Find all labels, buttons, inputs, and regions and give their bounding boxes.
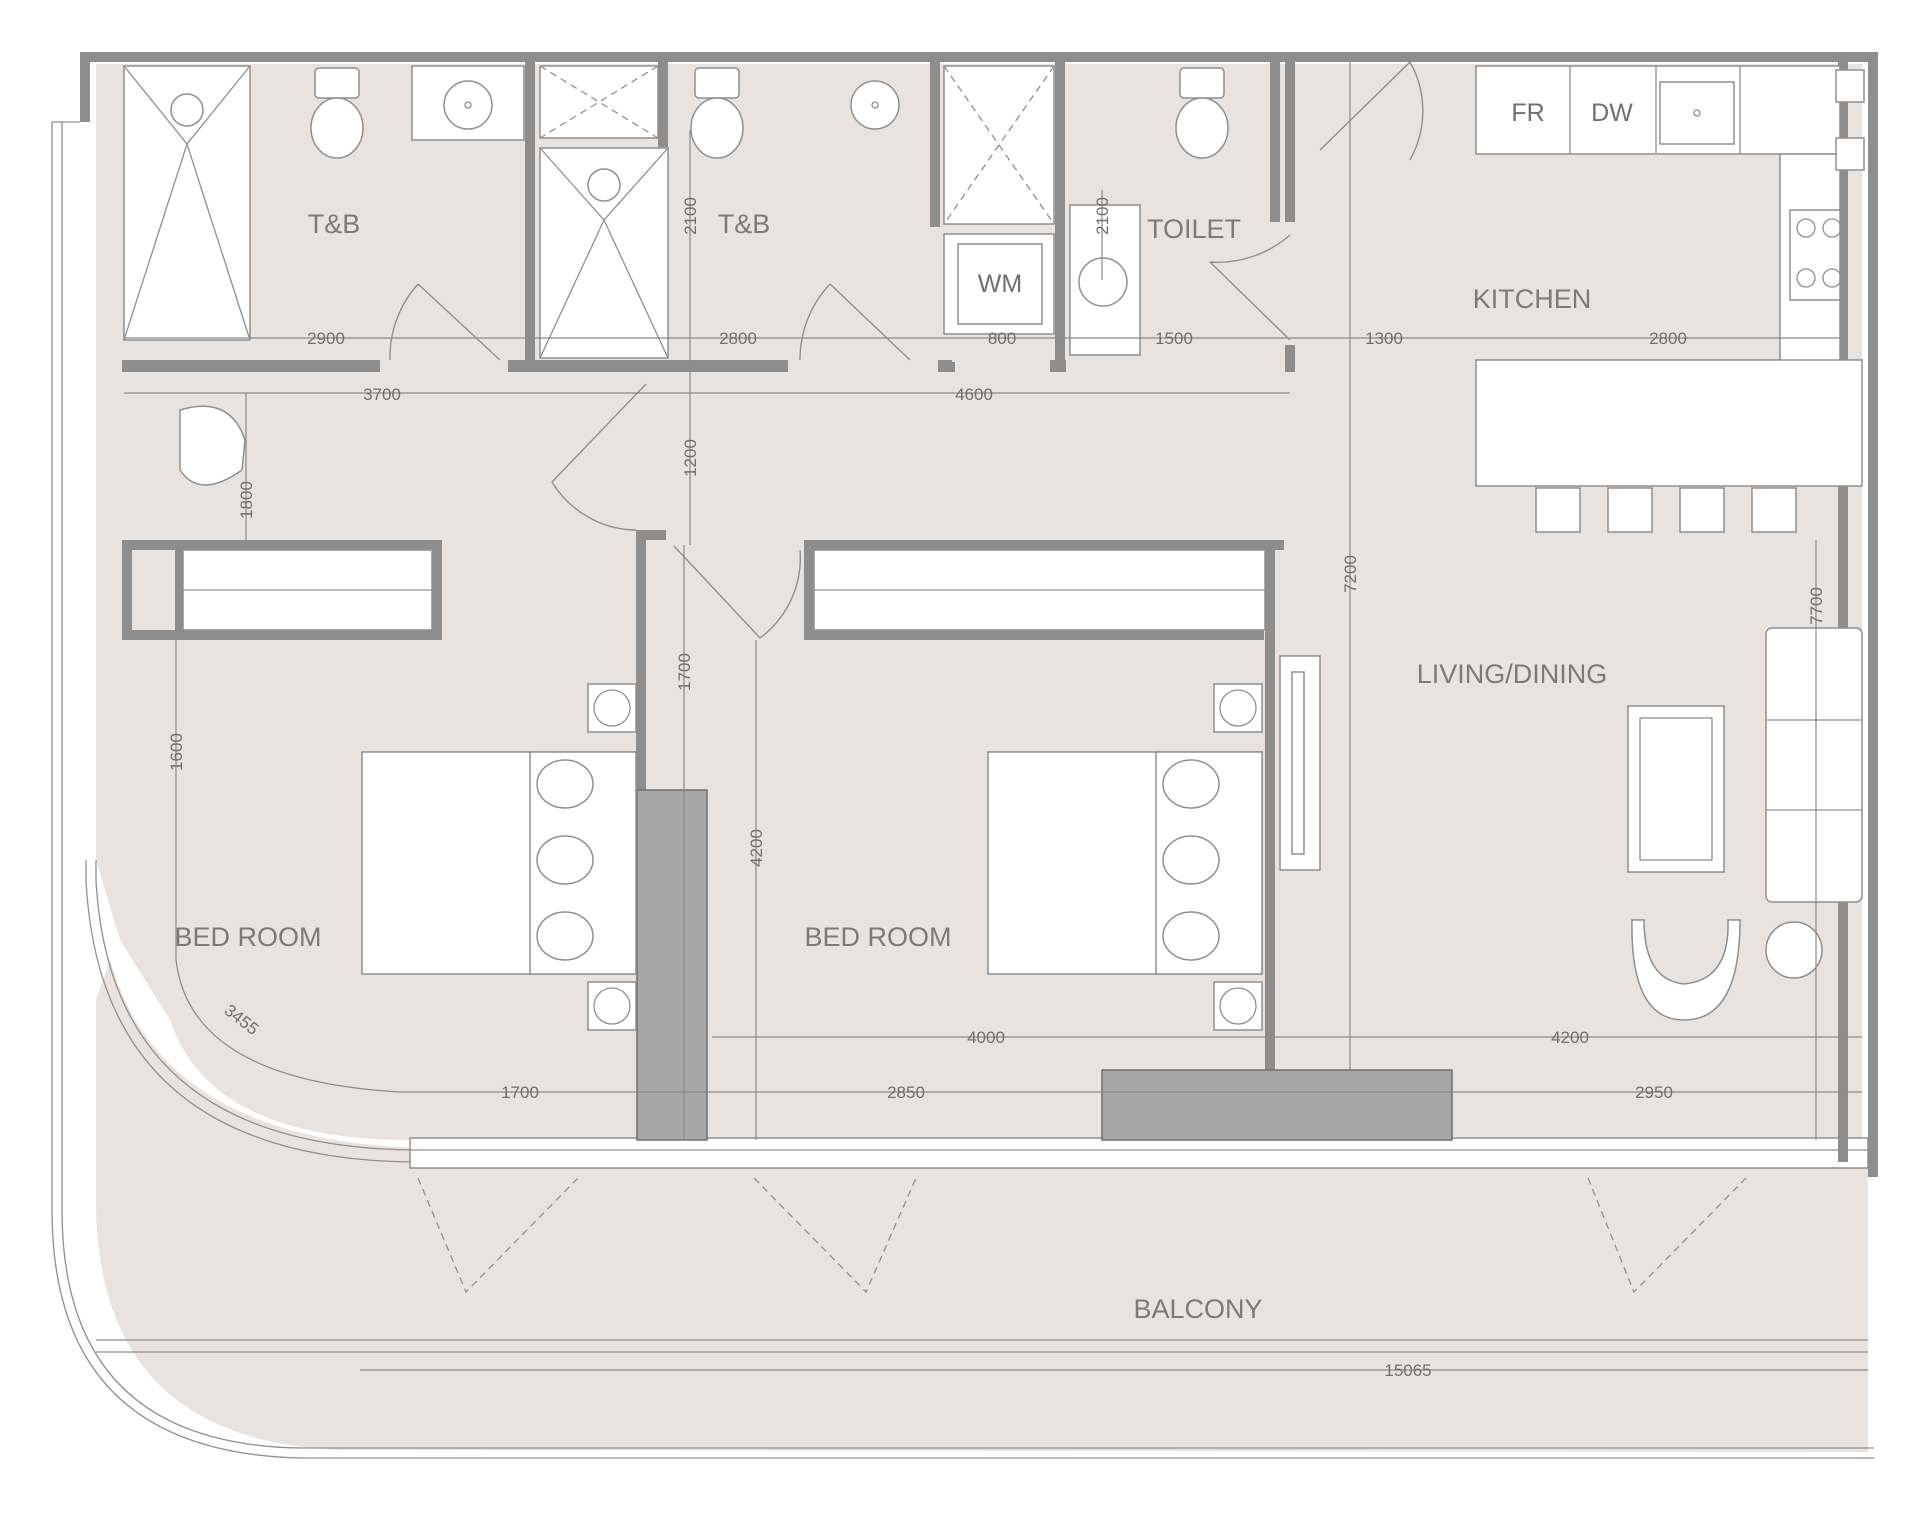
- dim-label: 2850: [887, 1083, 925, 1102]
- room-label-kitchen: KITCHEN: [1473, 284, 1592, 314]
- fridge-label: FR: [1511, 99, 1544, 127]
- dim-label: 2100: [681, 197, 700, 235]
- room-labels: T&B T&B TOILET KITCHEN LIVING/DINING BED…: [174, 209, 1607, 1324]
- dim-label: 2800: [1649, 329, 1687, 348]
- dim-label: 1200: [681, 439, 700, 477]
- dim-label: 4200: [1551, 1028, 1589, 1047]
- doors: [389, 61, 1747, 1294]
- dim-label: 4600: [955, 385, 993, 404]
- interior-walls: [122, 62, 1860, 1162]
- dim-label: 15065: [1384, 1361, 1431, 1380]
- kitchen-fixtures: [1475, 65, 1865, 533]
- dim-label: 800: [988, 329, 1016, 348]
- dim-label: 2100: [1093, 197, 1112, 235]
- dim-label: 2950: [1635, 1083, 1673, 1102]
- living-furniture: [1279, 627, 1863, 1021]
- dim-label: 2800: [719, 329, 757, 348]
- dim-label: 1300: [1365, 329, 1403, 348]
- room-label-bed1: BED ROOM: [174, 922, 321, 952]
- dim-label: 1600: [167, 733, 186, 771]
- dim-label: 4200: [747, 829, 766, 867]
- room-label-tb1: T&B: [308, 209, 361, 239]
- room-label-toilet: TOILET: [1147, 214, 1241, 244]
- room-label-bed2: BED ROOM: [804, 922, 951, 952]
- dim-label: 3700: [363, 385, 401, 404]
- dim-label: 1700: [501, 1083, 539, 1102]
- dim-label: 7700: [1807, 587, 1826, 625]
- dimension-labels: 2900 2800 800 1500 1300 2800 3700 4600 2…: [167, 197, 1826, 1380]
- dimension-lines: [124, 62, 1868, 1371]
- dim-label: 2900: [307, 329, 345, 348]
- dishwasher-label: DW: [1591, 99, 1633, 127]
- room-label-living: LIVING/DINING: [1417, 659, 1608, 689]
- dim-label: 1500: [1155, 329, 1193, 348]
- room-label-tb2: T&B: [718, 209, 771, 239]
- washing-machine-label: WM: [978, 270, 1022, 298]
- outer-walls: [51, 52, 1878, 1459]
- dim-label: 1800: [237, 481, 256, 519]
- columns: [636, 789, 1453, 1141]
- dim-label: 7200: [1341, 555, 1360, 593]
- fixture-labels: FR DW WM: [978, 99, 1633, 298]
- bathroom-fixtures: [123, 65, 1229, 359]
- dim-label: 1700: [675, 653, 694, 691]
- room-label-balcony: BALCONY: [1133, 1294, 1262, 1324]
- dim-label: 4000: [967, 1028, 1005, 1047]
- bedroom-furniture: [179, 405, 1266, 1031]
